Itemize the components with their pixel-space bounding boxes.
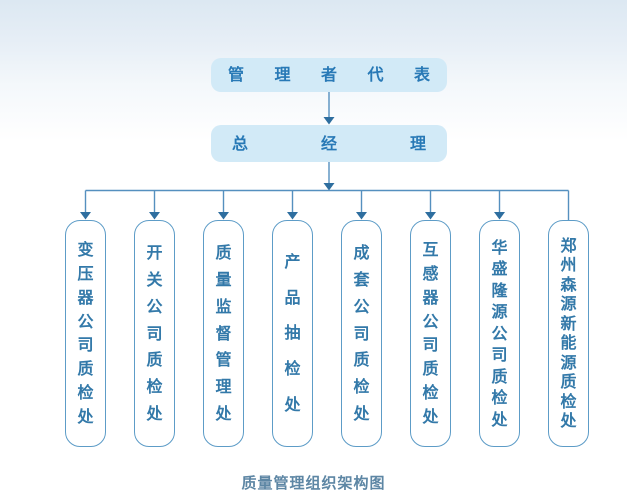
arrowhead-manager xyxy=(323,117,335,125)
dept-box-huashenglongyuan-qc: 华盛隆源公司质检处 xyxy=(479,220,520,447)
dept-box-quality-supervision: 质量监督管理处 xyxy=(203,220,244,447)
arrowhead-bus xyxy=(323,183,335,191)
chart-caption: 质量管理组织架构图 xyxy=(241,474,386,492)
node-management-representative: 管理者代表 xyxy=(211,58,447,92)
dept-box-transformer-company-qc: 变压器公司质检处 xyxy=(65,220,106,447)
dept-box-product-sampling: 产品抽检处 xyxy=(272,220,313,447)
dept-box-transducer-company-qc: 互感器公司质检处 xyxy=(410,220,451,447)
dept-box-complete-sets-company-qc: 成套公司质检处 xyxy=(341,220,382,447)
dept-box-switch-company-qc: 开关公司质检处 xyxy=(134,220,175,447)
node-general-manager: 总经理 xyxy=(211,125,447,162)
dept-box-zhengzhou-senyuan-new-energy-qc: 郑州森源新能源质检处 xyxy=(548,220,589,447)
